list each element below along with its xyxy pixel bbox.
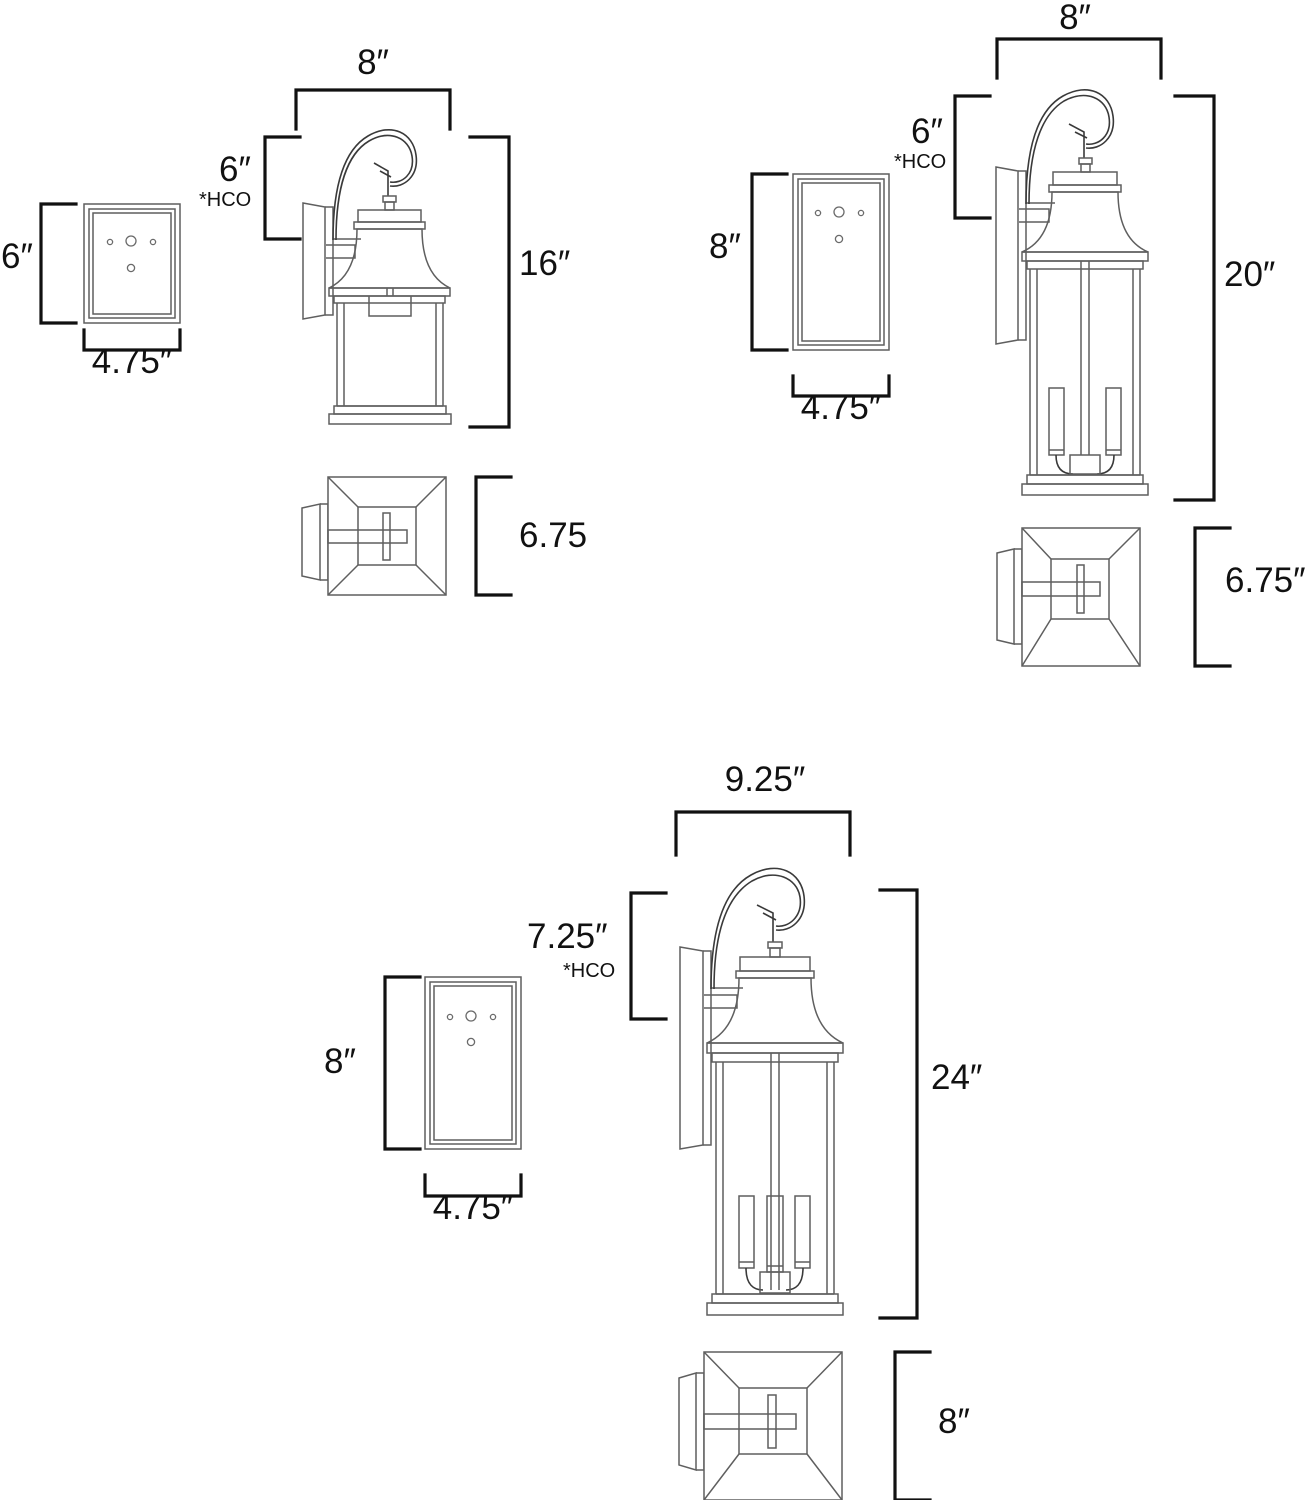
f3-hco-label: 7.25″: [527, 917, 608, 956]
f2-backplate-drawing: [792, 173, 890, 351]
f1-backplate-drawing: [83, 203, 181, 324]
f1-hco-dimension-bracket: [263, 135, 302, 241]
f3-backplate-width-label: 4.75″: [432, 1188, 514, 1227]
f3-hco-note: *HCO: [563, 960, 616, 982]
f2-lantern-side-view: [995, 89, 1149, 496]
f2-top-depth-bracket: [1193, 526, 1232, 668]
f1-lantern-side-view: [302, 129, 452, 425]
f3-top-depth-bracket: [893, 1350, 932, 1500]
f1-backplate-width-label: 4.75″: [91, 342, 173, 381]
f1-backplate-height-bracket: [39, 202, 78, 325]
f2-backplate-height-label: 8″: [709, 227, 741, 266]
f3-height-label: 24″: [931, 1058, 983, 1097]
f1-top-depth-bracket: [474, 475, 513, 597]
f2-height-label: 20″: [1224, 255, 1276, 294]
f1-height-label: 16″: [519, 244, 571, 283]
f1-hco-label: 6″: [219, 150, 251, 189]
f3-width-dimension-bracket: [674, 810, 852, 857]
f3-backplate-width-bracket: [423, 1173, 523, 1198]
f2-backplate-width-bracket: [791, 374, 891, 398]
f2-width-label: 8″: [1059, 0, 1091, 37]
f1-backplate-height-label: 6″: [1, 237, 33, 276]
f2-lantern-top-view: [996, 527, 1141, 667]
f1-height-dimension-bracket: [468, 135, 511, 429]
f3-backplate-drawing: [424, 976, 522, 1150]
f2-hco-dimension-bracket: [953, 94, 992, 220]
f1-hco-note: *HCO: [199, 189, 252, 211]
f1-backplate-width-bracket: [82, 328, 182, 352]
f1-top-depth-label: 6.75: [519, 516, 588, 555]
f3-width-label: 9.25″: [724, 760, 806, 799]
f3-hco-dimension-bracket: [629, 891, 668, 1021]
f2-hco-note: *HCO: [894, 151, 947, 173]
f3-backplate-height-bracket: [383, 975, 422, 1151]
f2-backplate-width-label: 4.75″: [800, 388, 882, 427]
f1-width-label: 8″: [357, 43, 389, 82]
f2-width-dimension-bracket: [995, 37, 1163, 80]
f2-hco-label: 6″: [911, 112, 943, 151]
f2-backplate-height-bracket: [750, 172, 789, 352]
f1-lantern-top-view: [301, 476, 447, 596]
f3-backplate-height-label: 8″: [324, 1042, 356, 1081]
f1-width-dimension-bracket: [294, 88, 452, 131]
f2-top-depth-label: 6.75″: [1225, 561, 1306, 600]
f3-top-depth-label: 8″: [938, 1402, 970, 1441]
f3-lantern-side-view: [679, 867, 844, 1316]
f3-height-dimension-bracket: [878, 888, 919, 1320]
f3-lantern-top-view: [678, 1351, 843, 1500]
f2-height-dimension-bracket: [1173, 94, 1216, 502]
